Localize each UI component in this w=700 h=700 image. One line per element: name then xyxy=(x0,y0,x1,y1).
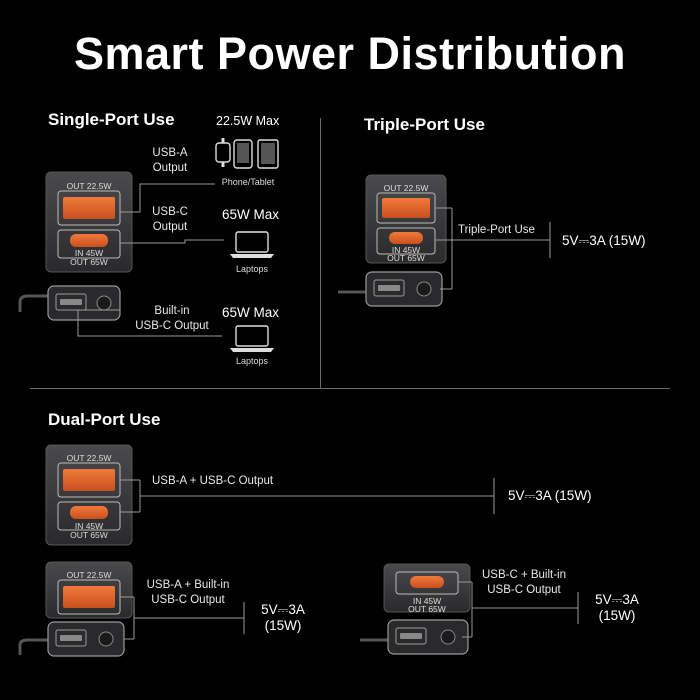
laptop-icon xyxy=(230,231,274,258)
dual-combo2-label: USB-A + Built-in USB-C Output xyxy=(146,579,230,606)
page-title: Smart Power Distribution xyxy=(73,28,627,79)
charger-icon xyxy=(45,561,133,619)
port-label-in: IN 45W xyxy=(74,521,104,531)
section-heading-dual: Dual-Port Use xyxy=(48,410,161,429)
charger-icon xyxy=(45,444,133,546)
port-label-out-a: OUT 22.5W xyxy=(383,183,429,193)
charger-icon xyxy=(45,171,133,273)
dual-combo3-lines xyxy=(458,581,579,638)
dual-combo1-label: USB-A + USB-C Output xyxy=(152,475,274,487)
single-port-lines xyxy=(77,183,224,337)
builtin-max: 65W Max xyxy=(222,305,280,320)
port-label-out-c: OUT 65W xyxy=(70,530,108,540)
port-label-out-a: OUT 22.5W xyxy=(66,453,112,463)
triple-port-label: Triple-Port Use xyxy=(458,224,535,236)
cable-icon xyxy=(338,271,443,307)
cable-icon xyxy=(360,619,469,655)
watch-icon xyxy=(215,138,231,167)
dual-combo1-lines xyxy=(120,478,495,514)
tablet-icon xyxy=(257,139,279,169)
usb-c-max: 65W Max xyxy=(222,207,280,222)
dual-combo3-label: USB-C + Built-in USB-C Output xyxy=(481,569,567,596)
charger-icon xyxy=(383,563,471,613)
cable-icon xyxy=(18,621,125,657)
usb-a-max: 22.5W Max xyxy=(216,114,280,128)
usb-a-device: Phone/Tablet xyxy=(221,177,275,187)
horizontal-divider xyxy=(30,388,670,389)
section-heading-single: Single-Port Use xyxy=(48,110,175,129)
dual-combo3-output: 5V⎓3A (15W) xyxy=(595,592,639,623)
usb-c-device: Laptops xyxy=(235,264,269,274)
port-label-out-a: OUT 22.5W xyxy=(66,570,112,580)
builtin-device: Laptops xyxy=(235,356,269,366)
usb-c-label: USB-C Output xyxy=(152,206,188,233)
dual-combo2-output: 5V⎓3A (15W) xyxy=(261,602,305,633)
cable-icon xyxy=(18,285,121,321)
builtin-label: Built-in USB-C Output xyxy=(135,305,209,332)
port-label-in: IN 45W xyxy=(412,596,442,606)
section-heading-triple: Triple-Port Use xyxy=(364,115,485,134)
laptop-icon xyxy=(230,325,274,352)
port-label-out-c: OUT 65W xyxy=(387,253,425,263)
port-label-in: IN 45W xyxy=(391,245,421,255)
vertical-divider xyxy=(320,118,321,388)
dual-combo2-lines xyxy=(120,596,245,640)
port-label-out-c: OUT 65W xyxy=(408,604,446,614)
port-label-out-c: OUT 65W xyxy=(70,257,108,267)
dual-combo1-output: 5V⎓3A (15W) xyxy=(508,488,592,503)
phone-icon xyxy=(233,139,253,169)
triple-port-lines xyxy=(435,207,551,290)
port-label-in: IN 45W xyxy=(74,248,104,258)
charger-icon xyxy=(365,174,447,264)
port-label-out-a: OUT 22.5W xyxy=(66,181,112,191)
triple-port-output: 5V⎓3A (15W) xyxy=(562,233,646,248)
usb-a-label: USB-A Output xyxy=(152,147,188,174)
